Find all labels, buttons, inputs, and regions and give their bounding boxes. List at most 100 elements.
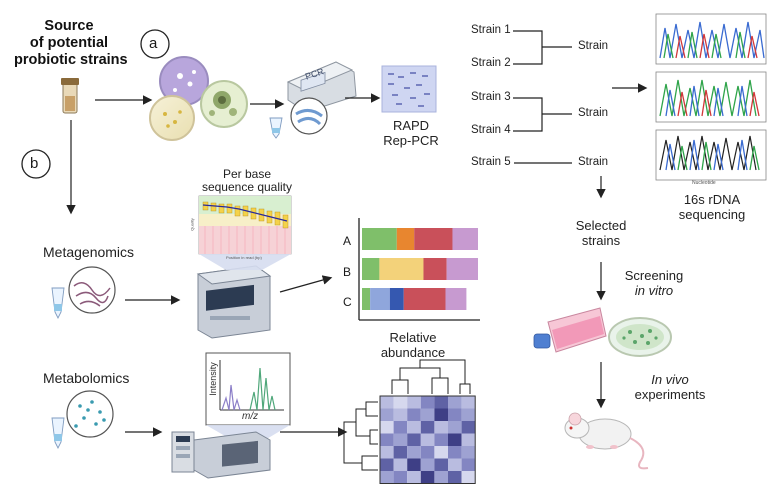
- abundance-row-b-label: B: [343, 265, 352, 279]
- culture-plates-icon: [149, 56, 248, 141]
- heatmap-cell: [420, 408, 435, 421]
- chromatogram-stack-icon: [655, 13, 767, 181]
- abundance-bar-c-segment-6: [445, 288, 467, 310]
- strain-tree: [513, 30, 572, 164]
- metabolomics-label: Metabolomics: [43, 370, 130, 386]
- petri-dish-icon: [608, 317, 672, 357]
- heatmap-border: [379, 395, 476, 484]
- sample-tube-small-icon: [51, 287, 65, 320]
- abundance-bar-a-segment-6: [452, 228, 478, 250]
- mass-spectrum-icon: [205, 352, 291, 426]
- dendrogram-top: [391, 359, 471, 394]
- source-title-line2: of potential: [29, 35, 109, 51]
- screening-line2: in vitro: [634, 283, 674, 298]
- heatmap-cell: [407, 458, 421, 471]
- heatmap-cell: [420, 421, 435, 434]
- heatmap-cell: [407, 471, 421, 484]
- heatmap-cell: [448, 408, 462, 421]
- heatmap-cell: [434, 471, 448, 484]
- sequencing-line2: sequencing: [678, 207, 746, 222]
- heatmap-cell: [448, 433, 462, 446]
- abundance-bar-a-segment-0: [362, 228, 397, 250]
- lc-ms-instrument-icon: [171, 431, 271, 479]
- heatmap-cell: [448, 396, 462, 409]
- abundance-bar-a-segment-1: [396, 228, 415, 250]
- label-a-circle: [140, 29, 170, 59]
- heatmap-cell: [434, 433, 448, 446]
- abundance-row-a-label: A: [343, 234, 352, 248]
- screening-line1: Screening: [624, 268, 684, 283]
- source-title-line1: Source: [44, 18, 94, 34]
- heatmap-cell: [461, 396, 476, 409]
- heatmap-cell: [407, 433, 421, 446]
- heatmap-cell: [393, 446, 408, 459]
- heatmap-cell: [393, 408, 408, 421]
- gel-icon: [381, 65, 437, 113]
- strain-4-label: Strain 4: [471, 124, 511, 136]
- heatmap: [379, 395, 476, 484]
- heatmap-cell: [380, 446, 394, 459]
- pipette-tube-icon: [269, 117, 283, 139]
- strain-group-2-label: Strain: [578, 107, 609, 119]
- heatmap-cell: [448, 446, 462, 459]
- metagenomics-label: Metagenomics: [43, 244, 135, 260]
- heatmap-cell: [448, 471, 462, 484]
- mouse-icon: [564, 412, 649, 470]
- heatmap-cell: [380, 421, 394, 434]
- quality-title-line1: Per base: [222, 167, 272, 181]
- abundance-bar-b-segment-0: [362, 258, 380, 280]
- abundance-bar-a-segment-5: [414, 228, 453, 250]
- heatmap-cell: [434, 408, 448, 421]
- abundance-bar-c-segment-5: [403, 288, 446, 310]
- label-b: b: [30, 155, 39, 172]
- rep-pcr-label: Rep-PCR: [383, 133, 439, 148]
- abundance-chart-frame: [358, 218, 480, 321]
- abundance-bar-c-segment-0: [362, 288, 371, 310]
- heatmap-cell: [407, 408, 421, 421]
- abundance-bars: [362, 228, 478, 310]
- abundance-bar-c-segment-4: [389, 288, 404, 310]
- sequencer-icon: [196, 265, 272, 339]
- strain-1-label: Strain 1: [471, 24, 511, 36]
- sample-tube-small-icon-2: [51, 417, 65, 450]
- abundance-xlabel-line1: Relative: [389, 330, 437, 345]
- strain-5-label: Strain 5: [471, 156, 511, 168]
- heatmap-cell: [461, 408, 476, 421]
- source-title-line3: probiotic strains: [14, 52, 128, 68]
- selected-strains-line1: Selected: [575, 218, 627, 233]
- heatmap-cell: [461, 458, 476, 471]
- heatmap-cell: [380, 433, 394, 446]
- in-vivo-line2: experiments: [634, 387, 706, 402]
- selected-strains-line2: strains: [581, 233, 621, 248]
- abundance-bar-c-segment-3: [370, 288, 390, 310]
- heatmap-cell: [393, 433, 408, 446]
- strain-group-3-label: Strain: [578, 156, 609, 168]
- heatmap-cell: [434, 458, 448, 471]
- abundance-xlabel-line2: abundance: [380, 345, 446, 360]
- heatmap-cell: [393, 396, 408, 409]
- strain-group-1-label: Strain: [578, 40, 609, 52]
- chromatogram-axis-label: Nucleotide: [692, 180, 716, 186]
- quality-xlabel: Position in read (bp): [226, 255, 262, 260]
- heatmap-cell: [420, 396, 435, 409]
- label-b-circle: [21, 149, 51, 179]
- heatmap-cell: [407, 421, 421, 434]
- heatmap-cell: [380, 396, 394, 409]
- heatmap-cell: [393, 421, 408, 434]
- sequencing-line1: 16s rDNA: [683, 192, 741, 207]
- heatmap-cell: [461, 446, 476, 459]
- heatmap-cell: [407, 396, 421, 409]
- abundance-row-c-label: C: [343, 295, 352, 309]
- heatmap-cell: [448, 421, 462, 434]
- abundance-bar-b-segment-2: [379, 258, 424, 280]
- heatmap-cell: [393, 458, 408, 471]
- heatmap-cell: [461, 421, 476, 434]
- metabolite-detail-circle: [66, 390, 114, 438]
- heatmap-cell: [420, 433, 435, 446]
- quality-chart-icon: [198, 195, 292, 255]
- quality-title-line2: sequence quality: [201, 180, 293, 194]
- heatmap-cell: [434, 421, 448, 434]
- heatmap-cell: [448, 458, 462, 471]
- ms-ylabel: Intensity: [207, 362, 218, 396]
